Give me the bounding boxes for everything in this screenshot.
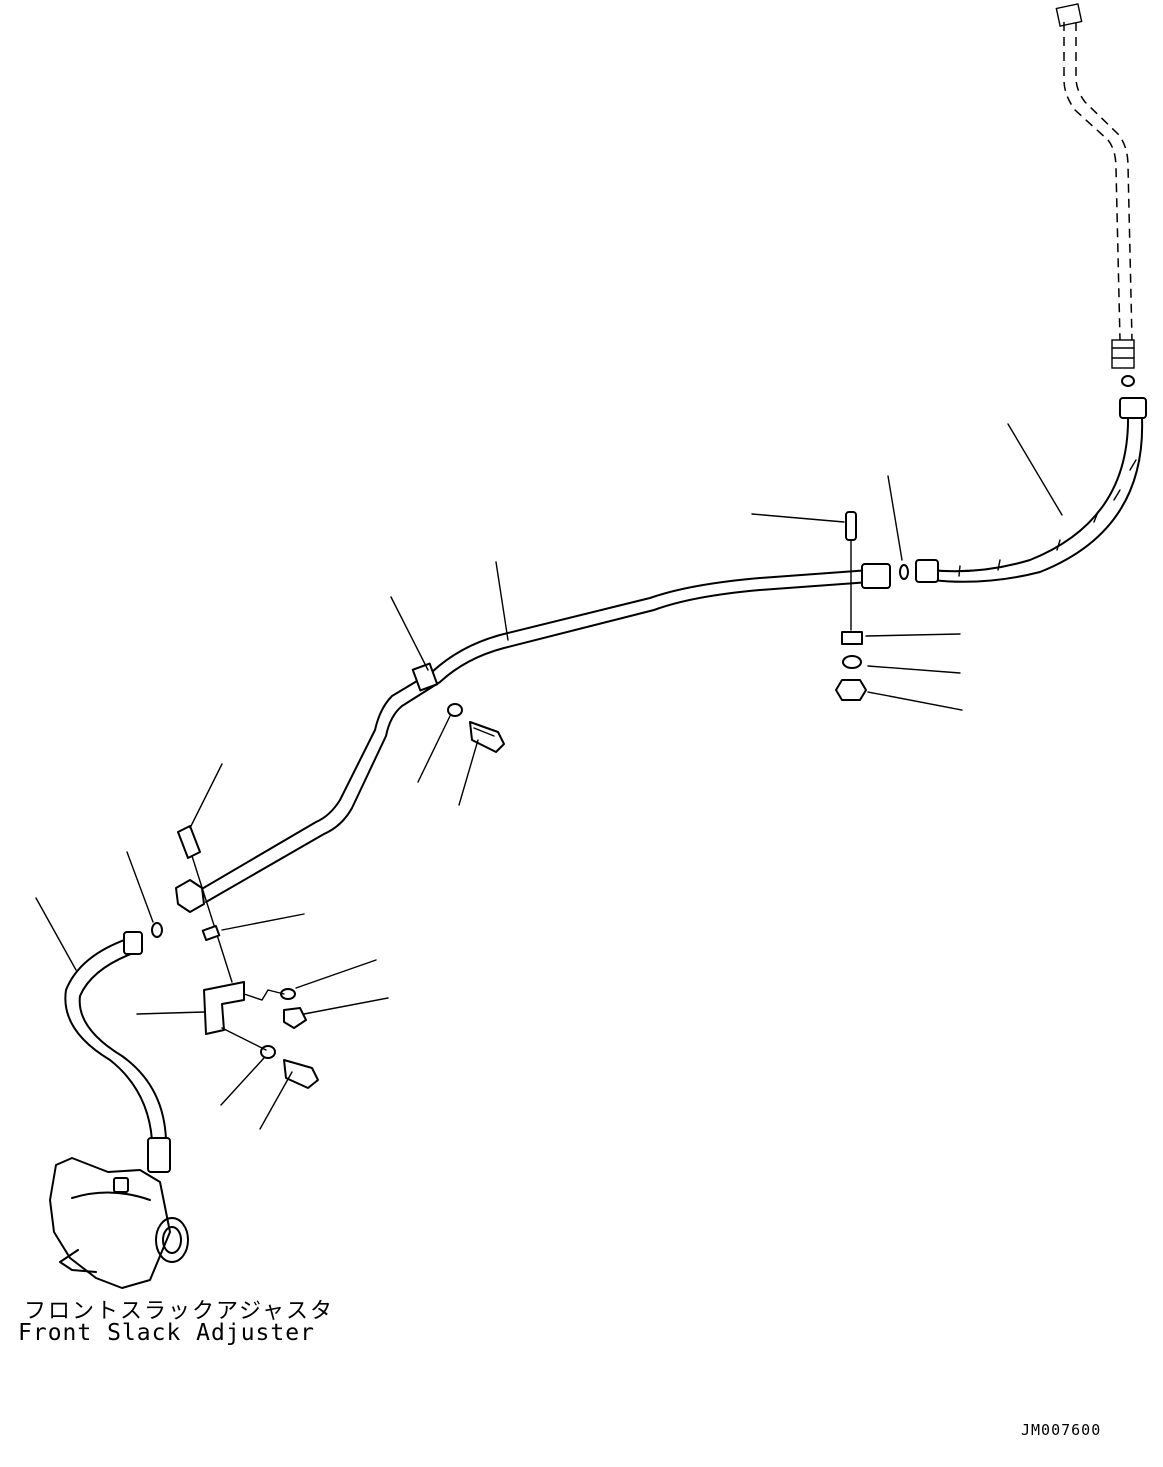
bolt-stack-right [835, 511, 867, 701]
o-ring-left [151, 922, 163, 938]
o-ring-top [1121, 375, 1135, 387]
phantom-upper-pipe [1055, 3, 1135, 369]
left-hose [64, 931, 171, 1173]
main-brake-tube [175, 563, 891, 913]
leader-lines [35, 423, 1063, 1130]
clamp-bolt-mid [447, 703, 505, 753]
bracket-assembly [177, 825, 319, 1089]
drawing-code: JM007600 [1021, 1421, 1102, 1439]
right-hose [915, 397, 1147, 583]
component-label-japanese: フロントスラックアジャスタ [24, 1299, 335, 1324]
component-label-english: Front Slack Adjuster [18, 1320, 315, 1346]
o-ring-right [899, 564, 909, 580]
slack-adjuster [49, 1157, 189, 1289]
